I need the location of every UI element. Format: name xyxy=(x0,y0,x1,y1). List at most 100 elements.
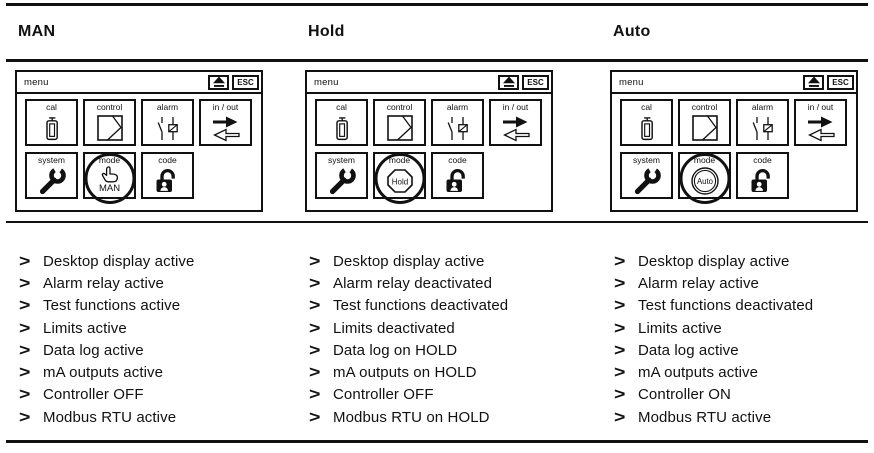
tile-grid: cal control alarm xyxy=(612,94,856,204)
tile-code: code xyxy=(141,152,194,199)
column-header: Hold xyxy=(308,23,345,40)
tile-grid: cal control alarm xyxy=(307,94,551,204)
esc-button: ESC xyxy=(232,74,259,90)
chevron-marker: > xyxy=(309,274,321,293)
tile-label: in / out xyxy=(502,102,529,112)
list-item: >Data log active xyxy=(19,340,144,360)
tile-system: system xyxy=(620,152,673,199)
chevron-marker: > xyxy=(614,407,626,427)
column-hold: Hold menu ESC cal xyxy=(305,0,590,453)
tile-label: system xyxy=(38,155,65,165)
tile-label: alarm xyxy=(446,102,469,112)
tile-label: system xyxy=(633,155,660,165)
electrode-bottle-icon xyxy=(45,116,58,140)
tile-mode: mode Auto xyxy=(678,152,731,204)
list-item: >Modbus RTU active xyxy=(19,407,177,427)
eject-up-icon xyxy=(502,76,515,87)
scroll-up-button xyxy=(803,74,824,90)
controller-square-icon xyxy=(386,115,413,141)
tile-control: control xyxy=(83,99,136,146)
tile-code: code xyxy=(736,152,789,199)
wrench-icon xyxy=(634,167,661,195)
tile-mode: mode MAN xyxy=(83,152,136,204)
list-item: >Controller OFF xyxy=(19,385,144,405)
tile-cal: cal xyxy=(620,99,673,146)
tile-label: control xyxy=(691,102,718,112)
tile-label: cal xyxy=(46,102,57,112)
chevron-marker: > xyxy=(19,407,31,427)
chevron-marker: > xyxy=(309,363,321,382)
tile-code: code xyxy=(431,152,484,199)
tile-grid: cal control alarm xyxy=(17,94,261,204)
chevron-marker: > xyxy=(19,318,31,338)
list-item: >Controller ON xyxy=(614,385,731,405)
tile-mode: mode Hold xyxy=(373,152,426,204)
tile-label: code xyxy=(448,155,467,165)
chevron-marker: > xyxy=(19,251,31,271)
chevron-marker: > xyxy=(309,340,321,360)
relay-contact-icon xyxy=(752,116,773,140)
tile-cal: cal xyxy=(25,99,78,146)
column-auto: Auto menu ESC cal xyxy=(610,0,870,453)
screen-title: menu xyxy=(314,76,339,88)
tile-label: system xyxy=(328,155,355,165)
tile-alarm: alarm xyxy=(141,99,194,146)
wrench-icon xyxy=(329,167,356,195)
mode-value: MAN xyxy=(98,183,121,194)
tile-label: mode xyxy=(388,155,411,165)
device-menu-screen: menu ESC cal contro xyxy=(15,70,263,212)
chevron-marker: > xyxy=(614,274,626,293)
controller-square-icon xyxy=(691,115,718,141)
mode-selection-circle xyxy=(84,153,135,204)
list-item: >mA outputs on HOLD xyxy=(309,363,477,382)
screen-title: menu xyxy=(619,76,644,88)
list-item: >Desktop display active xyxy=(614,251,790,271)
column-header: MAN xyxy=(18,23,56,40)
tile-label: code xyxy=(158,155,177,165)
tile-inout: in / out xyxy=(489,99,542,146)
screen-separator-rule xyxy=(6,221,868,223)
electrode-bottle-icon xyxy=(640,116,653,140)
tile-cal: cal xyxy=(315,99,368,146)
device-menu-screen: menu ESC cal contro xyxy=(610,70,858,212)
auto-double-circle-icon: Auto xyxy=(690,167,719,195)
tile-inout: in / out xyxy=(199,99,252,146)
list-item: >mA outputs active xyxy=(614,363,759,382)
chevron-marker: > xyxy=(309,318,321,338)
list-item: >Limits active xyxy=(614,318,722,338)
chevron-marker: > xyxy=(19,340,31,360)
mode-selection-circle xyxy=(374,153,425,204)
in-out-arrows-icon xyxy=(807,116,835,142)
tile-label: control xyxy=(96,102,123,112)
screen-title: menu xyxy=(24,76,49,88)
tile-label: mode xyxy=(98,155,121,165)
top-rule xyxy=(6,3,868,6)
stop-octagon-icon: Hold xyxy=(386,169,413,193)
tile-label: in / out xyxy=(807,102,834,112)
list-item: >Modbus RTU active xyxy=(614,407,772,427)
tile-label: control xyxy=(386,102,413,112)
list-item: >Test functions active xyxy=(19,296,181,316)
open-padlock-icon xyxy=(156,169,175,192)
relay-contact-icon xyxy=(157,116,178,140)
tile-label: alarm xyxy=(751,102,774,112)
status-list: >Desktop display active >Alarm relay act… xyxy=(19,250,194,428)
list-item: >Controller OFF xyxy=(309,385,434,405)
status-list: >Desktop display active >Alarm relay act… xyxy=(614,250,813,428)
chevron-marker: > xyxy=(614,363,626,382)
list-item: >Test functions deactivated xyxy=(614,296,814,316)
list-item: >Modbus RTU on HOLD xyxy=(309,407,490,427)
chevron-marker: > xyxy=(614,251,626,271)
chevron-marker: > xyxy=(19,385,31,405)
list-item: >Limits deactivated xyxy=(309,318,455,338)
mode-value: Auto xyxy=(696,177,713,186)
esc-button: ESC xyxy=(827,74,854,90)
list-item: >Desktop display active xyxy=(309,251,485,271)
chevron-marker: > xyxy=(614,340,626,360)
chevron-marker: > xyxy=(309,296,321,316)
list-item: >Alarm relay active xyxy=(614,274,760,293)
tile-system: system xyxy=(315,152,368,199)
list-item: >Data log active xyxy=(614,340,739,360)
tile-label: code xyxy=(753,155,772,165)
tile-inout: in / out xyxy=(794,99,847,146)
